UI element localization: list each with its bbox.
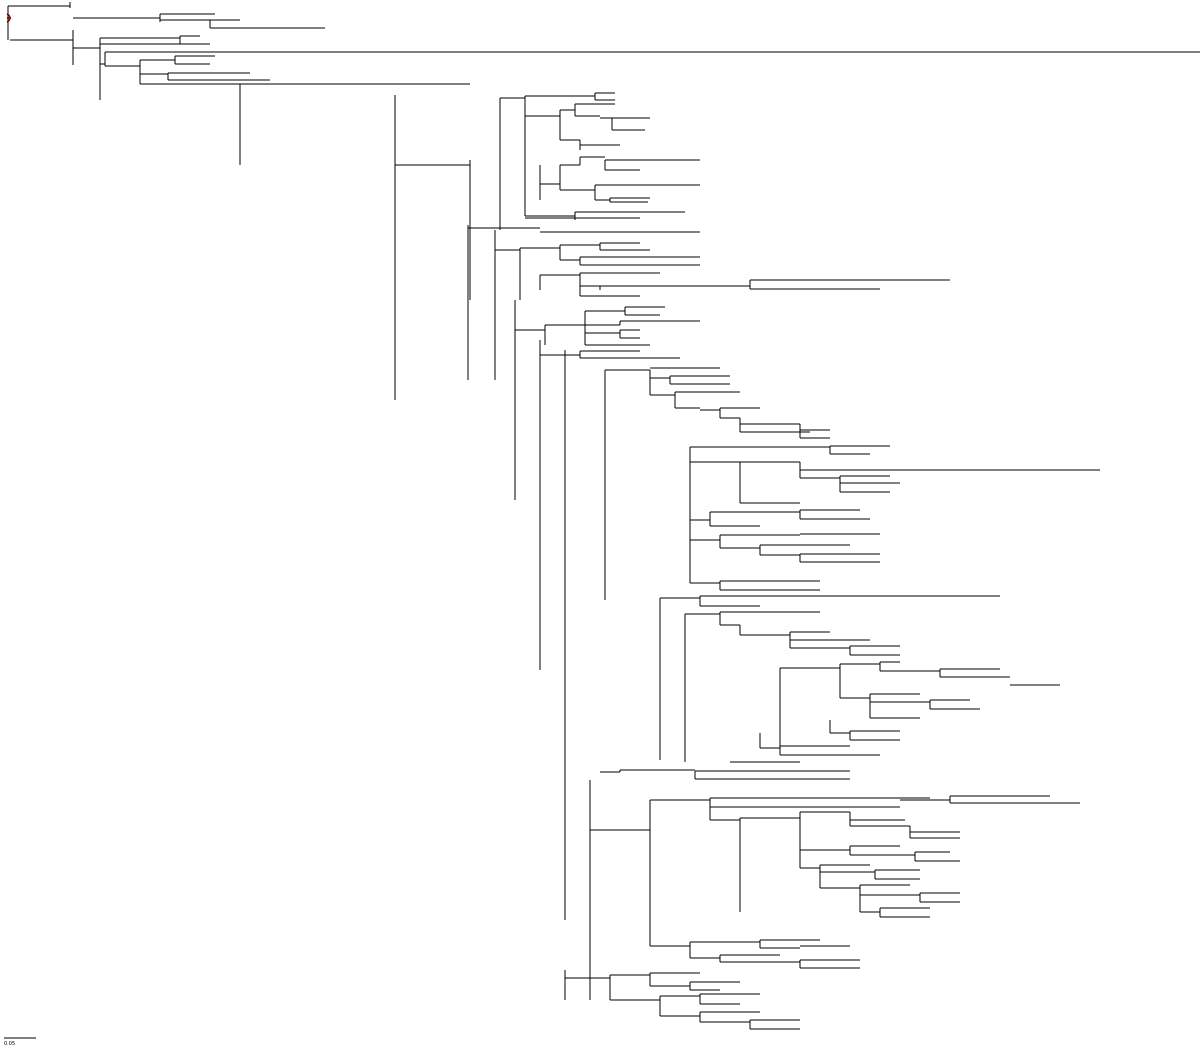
tree-branches <box>7 2 1200 1030</box>
scale-bar-label: 0.05 <box>4 1041 15 1047</box>
scale-bar: 0.05 <box>4 1037 36 1047</box>
